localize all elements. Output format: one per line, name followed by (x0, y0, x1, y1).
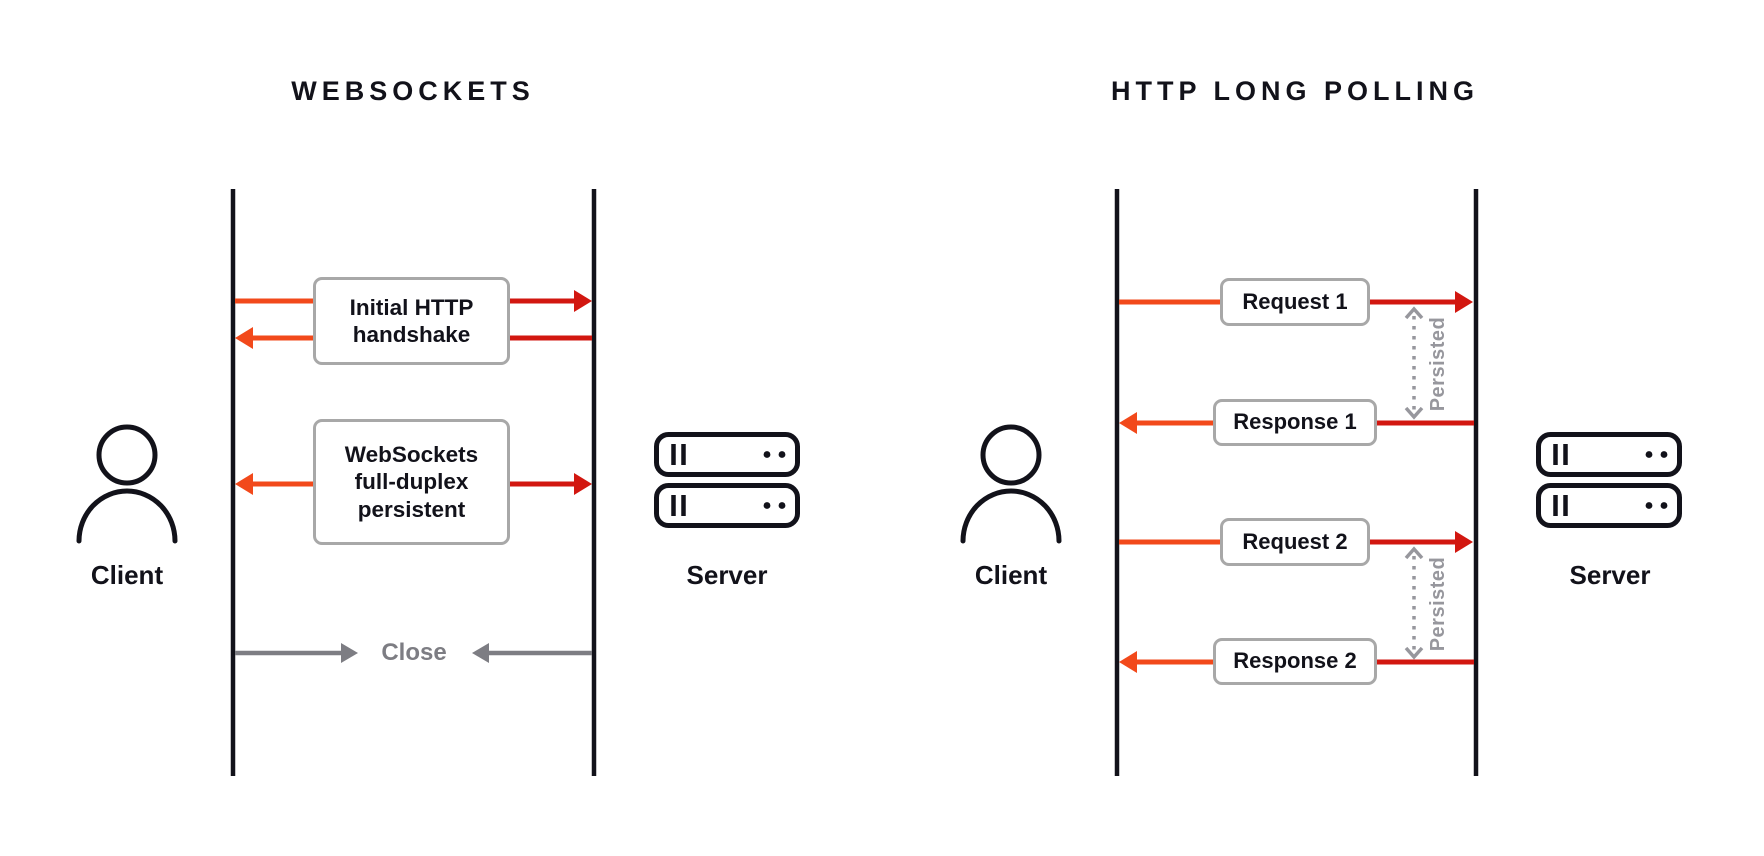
persisted-label: Persisted (1427, 316, 1449, 412)
persisted-label: Persisted (1427, 556, 1449, 652)
request1-box: Request 1 (1220, 278, 1370, 326)
server-label: Server (686, 560, 768, 590)
request2-box: Request 2 (1220, 518, 1370, 566)
server-rack-icon (654, 432, 800, 533)
long-polling-title: HTTP LONG POLLING (1111, 76, 1479, 106)
close-label: Close (381, 639, 447, 666)
client-side-arrows (235, 298, 1222, 673)
server-rack-icon (1536, 432, 1682, 533)
websockets-title: WEBSOCKETS (291, 76, 535, 106)
person-icon (956, 422, 1066, 549)
lifelines (230, 189, 1479, 776)
response1-box: Response 1 (1213, 399, 1377, 446)
client-label: Client (90, 560, 164, 590)
close-arrows (235, 643, 592, 663)
client-label: Client (974, 560, 1048, 590)
persisted-dashed-arrows (1404, 306, 1424, 660)
duplex-box: WebSockets full-duplex persistent (313, 419, 510, 545)
handshake-box: Initial HTTP handshake (313, 277, 510, 365)
server-label: Server (1569, 560, 1651, 590)
response2-box: Response 2 (1213, 638, 1377, 685)
server-side-arrows (507, 290, 1474, 665)
person-icon (72, 422, 182, 549)
